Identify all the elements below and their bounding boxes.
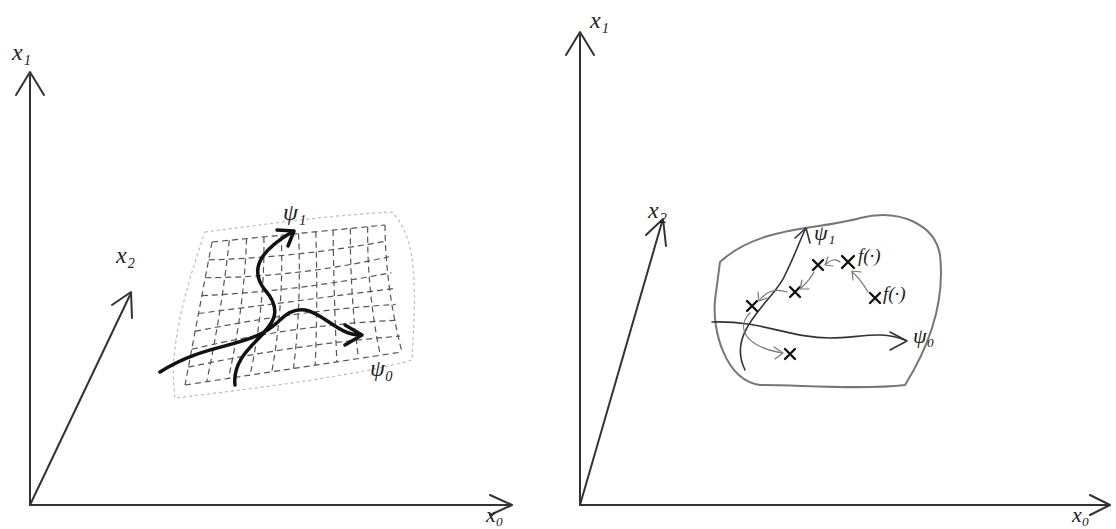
axis (579, 35, 581, 505)
coordinate-grid (185, 225, 402, 385)
point-marks (747, 256, 880, 359)
arrowhead (16, 72, 44, 95)
axis (580, 504, 1108, 506)
axis-label: x₂ (648, 198, 667, 222)
curve (160, 310, 360, 372)
curve-label: ψ₀ (370, 356, 393, 380)
mapping-arrows (744, 257, 868, 359)
axis-label: x₁ (590, 8, 609, 32)
arrowhead (112, 292, 132, 318)
arrowhead (1090, 495, 1110, 515)
grid-line (368, 227, 381, 356)
grid-line (188, 336, 400, 367)
grid-line (209, 241, 388, 260)
grid-line (333, 230, 337, 362)
axis-label: x₀ (1072, 504, 1089, 526)
arrowhead (795, 228, 810, 243)
axis (29, 75, 31, 505)
region-outline (715, 215, 941, 387)
axis (580, 222, 662, 505)
curve (712, 322, 905, 340)
arrowhead (277, 230, 294, 246)
axis-label: x₂ (116, 243, 135, 267)
curve (740, 230, 805, 370)
curve-label: ψ₀ (913, 325, 934, 347)
grid-line (294, 234, 300, 369)
grid-line (315, 232, 317, 365)
function-label: f(·) (858, 246, 881, 265)
grid-line (185, 242, 212, 385)
axis (30, 295, 130, 505)
axis-label: x₀ (486, 504, 503, 526)
arrowhead (566, 32, 594, 55)
arrowhead (890, 332, 907, 350)
curve (235, 232, 292, 385)
curve-label: ψ₁ (283, 200, 306, 224)
grid-line (385, 225, 402, 352)
axis (30, 504, 510, 506)
grid-line (205, 257, 389, 278)
patch-outline (173, 212, 414, 398)
grid-line (207, 240, 230, 381)
arrowhead (646, 219, 666, 246)
axis-label: x₁ (12, 40, 31, 64)
curve-label: ψ₁ (814, 222, 835, 244)
arrowhead (345, 325, 362, 345)
grid-line (195, 304, 396, 331)
function-label: f(·) (883, 284, 906, 303)
